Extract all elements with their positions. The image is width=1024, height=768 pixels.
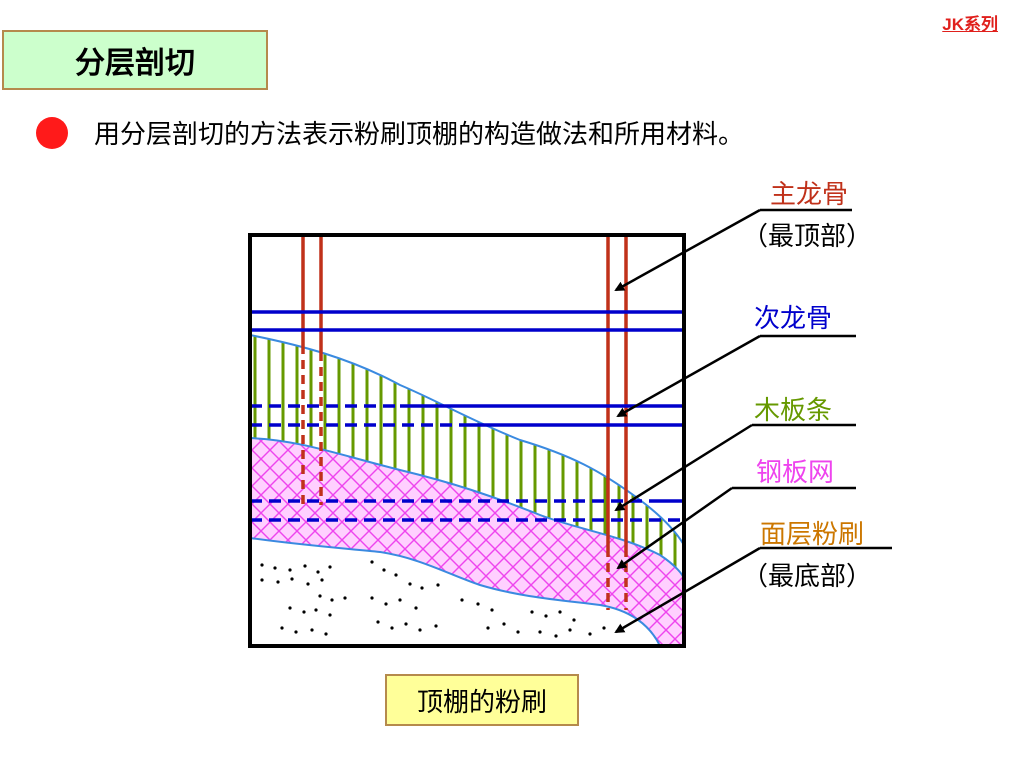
- bullet-dot-icon: [36, 116, 68, 149]
- plaster-texture: [260, 560, 606, 638]
- mesh-top-curve: [250, 437, 684, 581]
- label-wood-strip: 木板条: [754, 396, 833, 426]
- label-underlines: [732, 208, 892, 550]
- series-tag: JK系列: [942, 15, 998, 34]
- leader-arrows: [614, 208, 761, 634]
- bullet-row: 用分层剖切的方法表示粉刷顶棚的构造做法和所用材料。: [36, 114, 744, 151]
- page-title: 分层剖切: [2, 30, 268, 90]
- main-keel-lines: [301, 235, 628, 610]
- plaster-layer: [250, 538, 660, 646]
- label-surface-plaster: 面层粉刷: [760, 520, 865, 550]
- bullet-text: 用分层剖切的方法表示粉刷顶棚的构造做法和所用材料。: [94, 120, 745, 150]
- label-secondary-keel: 次龙骨: [754, 304, 833, 334]
- plaster-top-curve: [250, 537, 661, 646]
- label-steel-mesh: 钢板网: [756, 458, 835, 488]
- label-main-keel-note: （最顶部）: [742, 222, 873, 252]
- label-surface-plaster-note: （最底部）: [742, 562, 873, 592]
- label-main-keel: 主龙骨: [770, 180, 849, 210]
- diagram-caption: 顶棚的粉刷: [385, 674, 579, 726]
- diagram-frame: [248, 233, 686, 648]
